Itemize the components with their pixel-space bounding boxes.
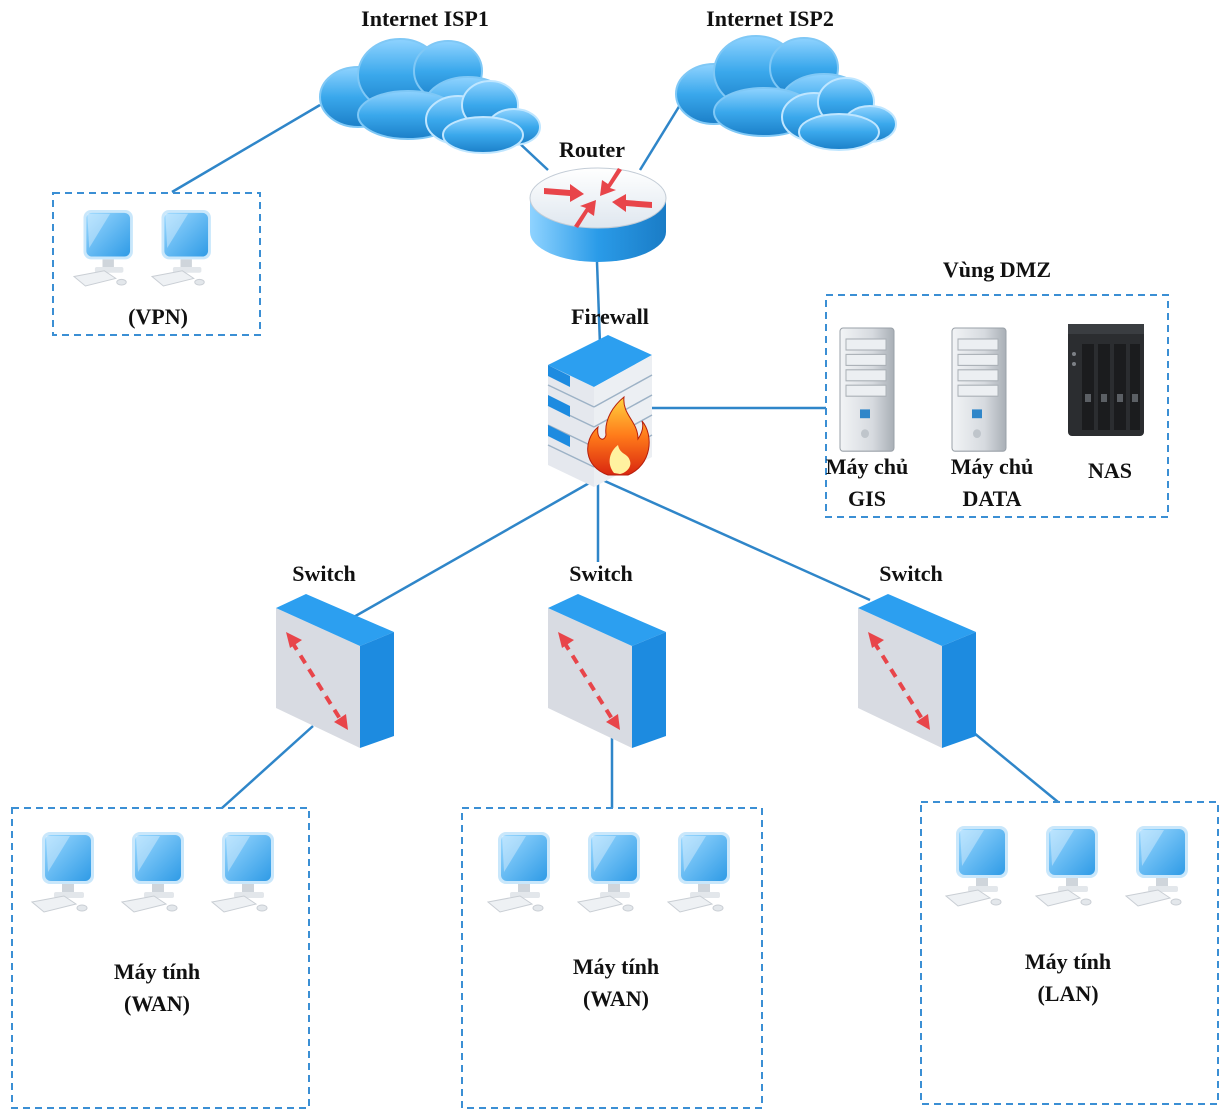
cloud-icon <box>675 35 897 151</box>
server-data-line2: DATA <box>962 486 1022 511</box>
server-gis-line1: Máy chủ <box>825 454 909 479</box>
switch-icon <box>546 592 668 750</box>
link-isp1-vpn <box>171 103 321 194</box>
dmz-title: Vùng DMZ <box>942 257 1052 282</box>
group-frames <box>11 192 1219 1109</box>
cloud-icon <box>319 38 541 154</box>
switch-mid-label: Switch <box>569 561 633 586</box>
group-vpn-frame <box>52 192 261 336</box>
computer-icon <box>211 831 275 913</box>
group-left-label: Máy tính (WAN) <box>57 956 257 1020</box>
computer-icon <box>1035 825 1099 907</box>
switch-icon <box>856 592 978 750</box>
nas-icon <box>1068 324 1144 436</box>
group-left-line1: Máy tính <box>113 959 201 984</box>
nas-label: NAS <box>1087 458 1133 483</box>
firewall-icon <box>547 335 653 487</box>
group-right-line1: Máy tính <box>1024 949 1112 974</box>
group-mid-frame <box>461 807 763 1109</box>
link-firewall-switch-left <box>351 476 599 620</box>
server-data-line1: Máy chủ <box>950 454 1034 479</box>
link-switch-left-group <box>221 725 314 809</box>
server-gis-label: Máy chủ GIS <box>767 451 967 515</box>
isp2-label: Internet ISP2 <box>706 6 834 31</box>
group-mid-label: Máy tính (WAN) <box>516 951 716 1015</box>
switch-left-label: Switch <box>292 561 356 586</box>
computer-icon <box>73 209 134 287</box>
isp1-label: Internet ISP1 <box>361 6 489 31</box>
right-computers <box>945 825 1189 907</box>
firewall-label: Firewall <box>571 304 649 329</box>
group-right-label: Máy tính (LAN) <box>968 946 1168 1010</box>
server-data-label: Máy chủ DATA <box>892 451 1092 515</box>
server-gis-line2: GIS <box>848 486 886 511</box>
computer-icon <box>1125 825 1189 907</box>
router-label: Router <box>559 137 625 162</box>
group-mid-line1: Máy tính <box>572 954 660 979</box>
computer-icon <box>577 831 641 913</box>
group-mid-line2: (WAN) <box>583 986 649 1011</box>
group-right-line2: (LAN) <box>1037 981 1099 1006</box>
link-router-firewall <box>595 261 602 346</box>
group-right-frame <box>920 801 1219 1105</box>
computer-icon <box>487 831 551 913</box>
link-firewall-switch-right <box>597 476 871 602</box>
links <box>171 103 1059 809</box>
group-left-line2: (WAN) <box>124 991 190 1016</box>
left-computers <box>31 831 275 913</box>
computer-icon <box>121 831 185 913</box>
vpn-computers <box>73 209 212 287</box>
computer-icon <box>945 825 1009 907</box>
link-switch-right-group <box>967 727 1059 803</box>
server-icon <box>839 327 895 452</box>
computer-icon <box>31 831 95 913</box>
computer-icon <box>667 831 731 913</box>
server-icon <box>951 327 1007 452</box>
switch-icon <box>274 592 396 750</box>
switch-right-label: Switch <box>879 561 943 586</box>
vpn-label: (VPN) <box>128 304 188 329</box>
mid-computers <box>487 831 731 913</box>
link-isp2-router <box>638 104 682 171</box>
group-left-frame <box>11 807 310 1109</box>
router-icon <box>529 167 667 262</box>
dmz-devices <box>839 324 1144 452</box>
computer-icon <box>151 209 212 287</box>
group-dmz-frame <box>825 294 1169 518</box>
